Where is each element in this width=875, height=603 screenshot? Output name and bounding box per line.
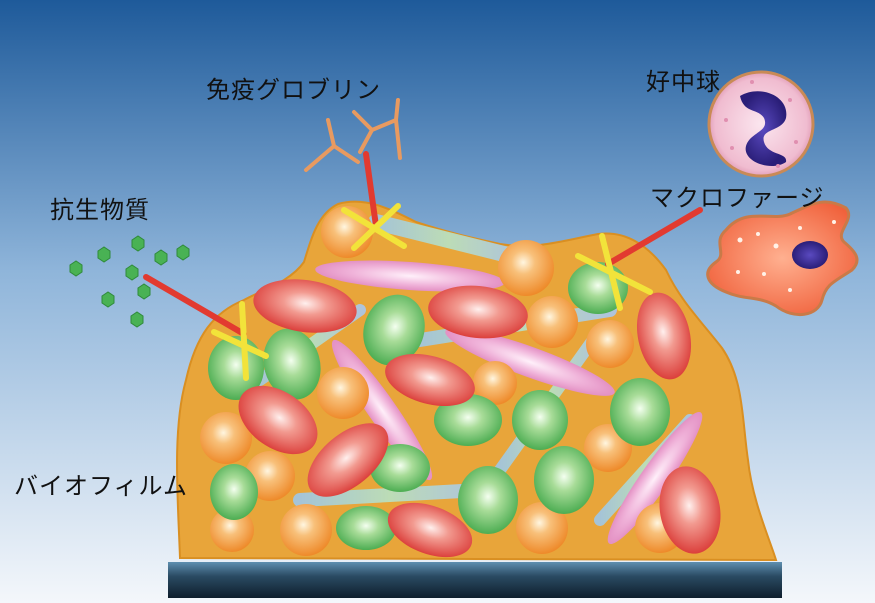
macrophage-label: マクロファージ — [650, 178, 825, 213]
biofilm-label: バイオフィルム — [14, 466, 188, 501]
immunoglobulin-label: 免疫グロブリン — [206, 70, 381, 105]
neutrophil-cell — [709, 72, 813, 176]
antibiotics-label: 抗生物質 — [50, 190, 150, 225]
neutrophil-label: 好中球 — [646, 62, 721, 97]
substrate-surface — [168, 562, 782, 598]
